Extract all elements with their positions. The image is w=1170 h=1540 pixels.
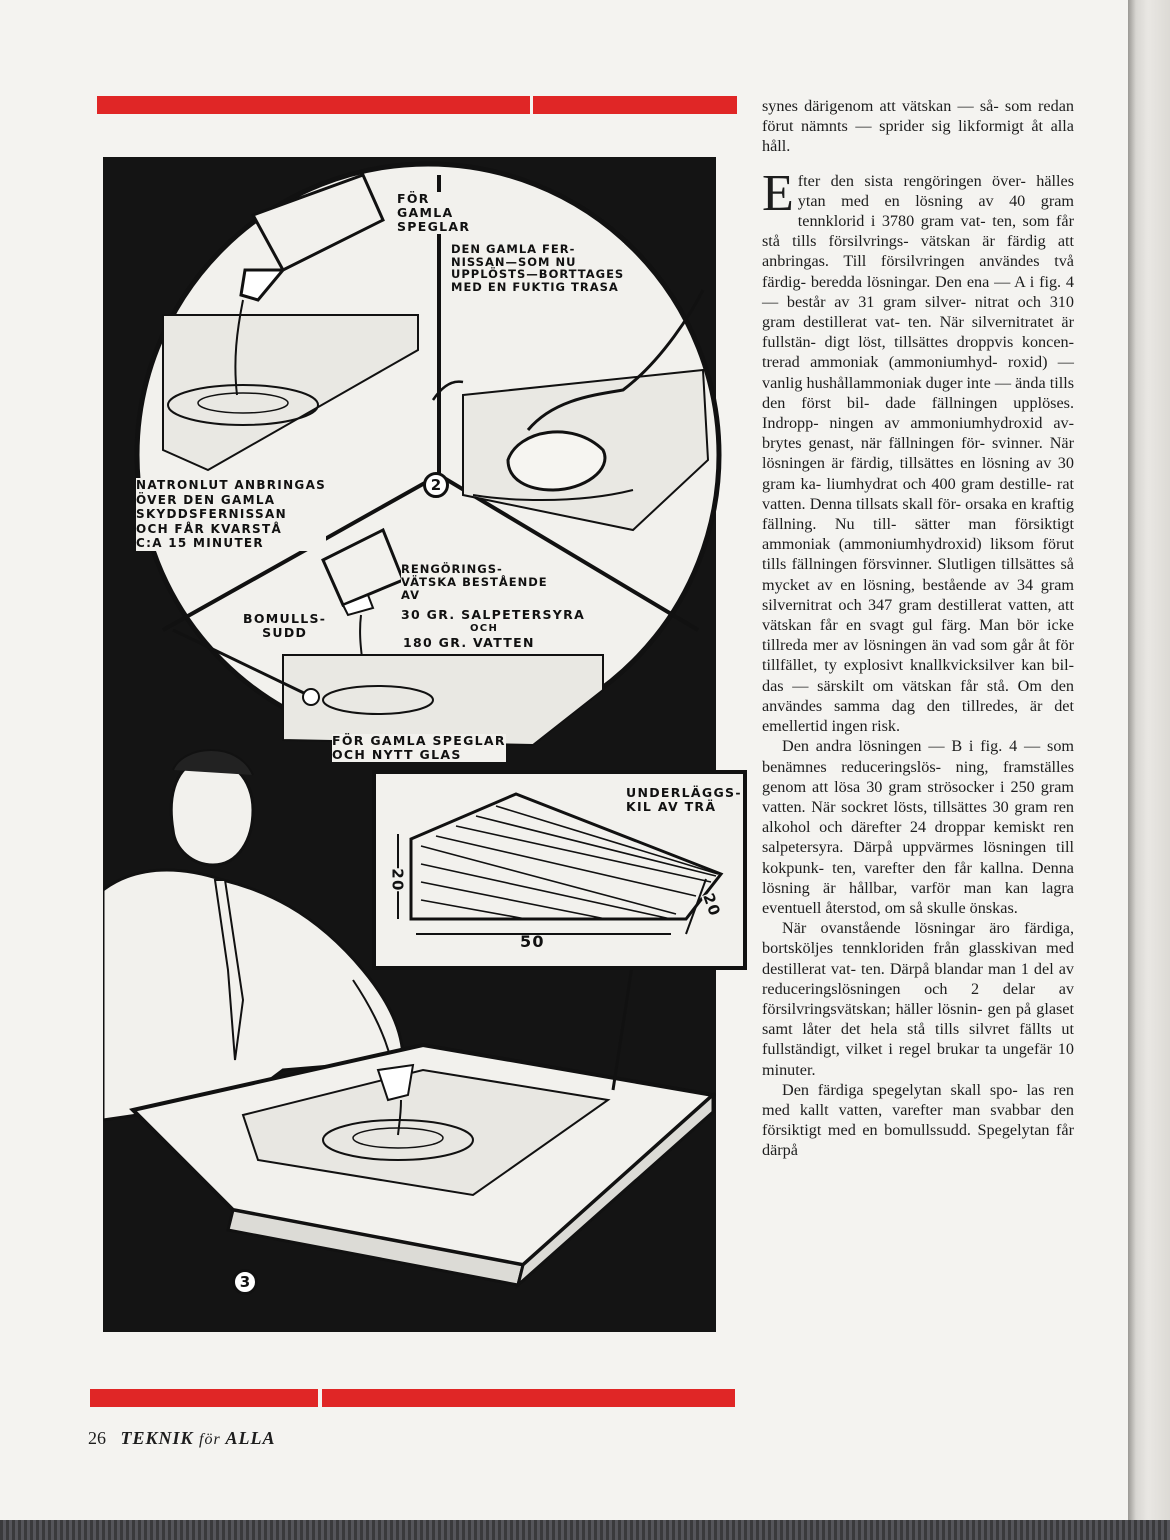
bottom-red-rule-left xyxy=(90,1389,318,1407)
paragraph-intro: synes därigenom att vätskan — så- som re… xyxy=(762,97,1074,156)
figure-2-number: 2 xyxy=(423,472,449,498)
bottom-red-rule-right xyxy=(322,1389,735,1407)
figure-2-circle-art xyxy=(134,161,722,749)
label-bomullssudd: BOMULLS- SUDD xyxy=(243,611,327,640)
wedge-drawing xyxy=(397,792,724,935)
label-rengoringsvatska: RENGÖRINGS- VÄTSKA BESTÅENDE AV xyxy=(401,562,548,602)
paragraph-mixing: När ovanstående lösningar äro färdiga, b… xyxy=(762,919,1074,1079)
label-for-gamla-speglar: FÖR GAMLA SPEGLAR xyxy=(397,191,471,234)
figure-3-art xyxy=(103,749,716,1290)
label-underlaggskil: UNDERLÄGGS- KIL AV TRÄ xyxy=(626,785,742,814)
magazine-name-part3: ALLA xyxy=(225,1428,276,1448)
top-red-rule-right xyxy=(533,96,737,114)
top-red-rule-left xyxy=(97,96,530,114)
background-surface xyxy=(0,1520,1170,1540)
label-den-gamla-fernissan: DEN GAMLA FER- NISSAN—SOM NU UPPLÖSTS—BO… xyxy=(451,242,625,294)
article-text-column: synes därigenom att vätskan — så- som re… xyxy=(762,96,1074,1161)
figure-3-number: 3 xyxy=(232,1269,258,1295)
page-footer: 26 TEKNIK för ALLA xyxy=(88,1428,276,1449)
paragraph-main-text: fter den sista rengöringen över- hälles … xyxy=(762,171,1074,736)
label-och: OCH xyxy=(470,622,499,636)
label-natronlut: NATRONLUT ANBRINGAS ÖVER DEN GAMLA SKYDD… xyxy=(136,478,327,551)
label-nytt-glas: FÖR GAMLA SPEGLAR OCH NYTT GLAS xyxy=(332,733,506,762)
magazine-name: TEKNIK för ALLA xyxy=(121,1428,276,1448)
magazine-name-part2: för xyxy=(199,1431,221,1448)
dimension-length: 50 xyxy=(520,932,545,951)
label-vatten: 180 GR. VATTEN xyxy=(403,635,535,650)
drop-cap: E xyxy=(762,164,794,222)
paragraph-solution-b: Den andra lösningen — B i fig. 4 — som b… xyxy=(762,737,1074,917)
label-salpetersyra: 30 GR. SALPETERSYRA xyxy=(401,607,586,622)
page-number: 26 xyxy=(88,1428,106,1448)
next-page-edge xyxy=(1128,0,1170,1520)
magazine-name-part1: TEKNIK xyxy=(120,1428,194,1448)
paragraph-rinse: Den färdiga spegelytan skall spo- las re… xyxy=(762,1080,1074,1160)
dimension-height-left: 20 xyxy=(388,868,407,892)
